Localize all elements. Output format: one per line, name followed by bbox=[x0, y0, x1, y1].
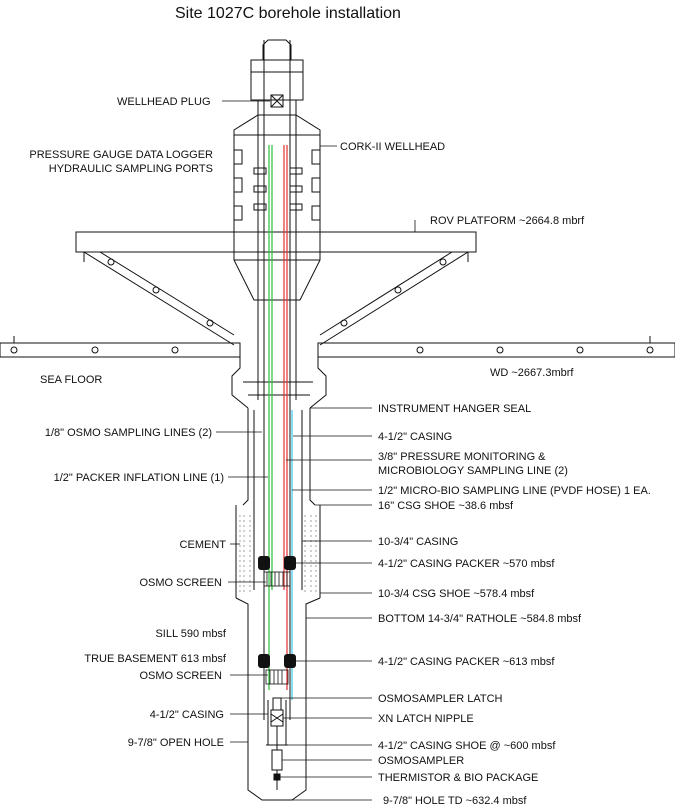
label-osmosampler-latch: OSMOSAMPLER LATCH bbox=[378, 693, 503, 705]
label-xn-latch-nipple: XN LATCH NIPPLE bbox=[378, 713, 474, 725]
label-csg-shoe-16: 16" CSG SHOE ~38.6 mbsf bbox=[378, 500, 514, 512]
label-rov-platform: ROV PLATFORM ~2664.8 mbrf bbox=[430, 215, 585, 227]
label-casing-packer-570: 4-1/2" CASING PACKER ~570 mbsf bbox=[378, 558, 555, 570]
label-open-hole: 9-7/8" OPEN HOLE bbox=[128, 737, 224, 749]
label-casing-412-upper: 4-1/2" CASING bbox=[378, 431, 452, 443]
label-wd: WD ~2667.3mbrf bbox=[490, 367, 574, 379]
wellhead-plug bbox=[250, 39, 304, 116]
label-packer-inflation-line: 1/2" PACKER INFLATION LINE (1) bbox=[54, 472, 224, 484]
label-hydraulic-ports: HYDRAULIC SAMPLING PORTS bbox=[49, 163, 213, 175]
label-pressure-gauge: PRESSURE GAUGE DATA LOGGER bbox=[29, 149, 213, 161]
osmosampler-string bbox=[270, 697, 284, 790]
label-sea-floor: SEA FLOOR bbox=[40, 374, 102, 386]
label-pressure-monitoring-1: 3/8" PRESSURE MONITORING & bbox=[378, 451, 546, 463]
label-pressure-monitoring-2: MICROBIOLOGY SAMPLING LINE (2) bbox=[378, 465, 568, 477]
label-cement: CEMENT bbox=[180, 539, 227, 551]
label-osmo-screen-lower: OSMO SCREEN bbox=[139, 670, 222, 682]
label-wellhead-plug: WELLHEAD PLUG bbox=[117, 96, 211, 108]
cork-wellhead-body bbox=[233, 114, 321, 301]
osmo-screens bbox=[263, 571, 291, 685]
label-casing-1034: 10-3/4" CASING bbox=[378, 536, 458, 548]
label-casing-412-lower: 4-1/2" CASING bbox=[150, 709, 224, 721]
label-cork-wellhead: CORK-II WELLHEAD bbox=[340, 141, 445, 153]
labels: WELLHEAD PLUG PRESSURE GAUGE DATA LOGGER… bbox=[29, 96, 650, 806]
rov-platform bbox=[75, 231, 477, 346]
cement-fill bbox=[239, 515, 317, 595]
label-bottom-rathole: BOTTOM 14-3/4" RATHOLE ~584.8 mbsf bbox=[378, 613, 582, 625]
label-sill: SILL 590 mbsf bbox=[155, 628, 226, 640]
reentry-base bbox=[0, 336, 675, 409]
label-micro-bio-line: 1/2" MICRO-BIO SAMPLING LINE (PVDF HOSE)… bbox=[378, 485, 651, 497]
casing-strings bbox=[235, 40, 321, 801]
sampling-lines bbox=[268, 145, 293, 700]
label-true-basement: TRUE BASEMENT 613 mbsf bbox=[84, 653, 227, 665]
label-casing-packer-613: 4-1/2" CASING PACKER ~613 mbsf bbox=[378, 656, 555, 668]
label-hole-td: 9-7/8" HOLE TD ~632.4 mbsf bbox=[383, 795, 527, 806]
label-osmo-sampling-lines: 1/8" OSMO SAMPLING LINES (2) bbox=[45, 427, 212, 439]
leader-lines bbox=[216, 100, 416, 801]
label-osmosampler: OSMOSAMPLER bbox=[378, 755, 464, 767]
label-thermistor: THERMISTOR & BIO PACKAGE bbox=[378, 772, 538, 784]
casing-packers bbox=[258, 556, 296, 668]
label-casing-shoe-600: 4-1/2" CASING SHOE @ ~600 mbsf bbox=[378, 740, 556, 752]
diagram-title: Site 1027C borehole installation bbox=[175, 5, 401, 22]
label-instrument-hanger-seal: INSTRUMENT HANGER SEAL bbox=[378, 403, 531, 415]
label-osmo-screen-upper: OSMO SCREEN bbox=[139, 577, 222, 589]
label-csg-shoe-1034: 10-3/4 CSG SHOE ~578.4 mbsf bbox=[378, 588, 535, 600]
